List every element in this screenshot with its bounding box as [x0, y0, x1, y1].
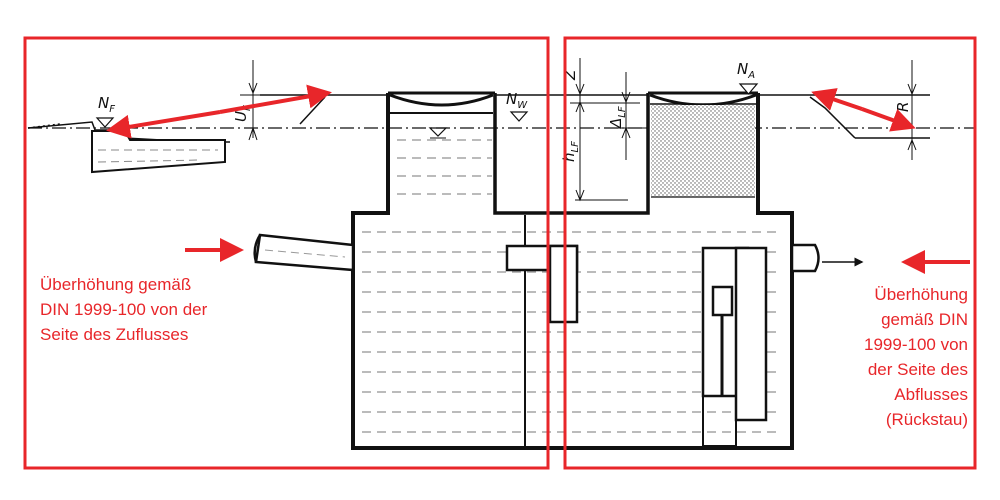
- label-h-lf: hLF: [560, 141, 581, 162]
- note-outflow-side: Überhöhung gemäß DIN 1999-100 von der Se…: [775, 282, 968, 432]
- left-double-arrow-end: [219, 84, 332, 114]
- note-line: Abflusses: [894, 385, 968, 404]
- note-line: DIN 1999-100 von der: [40, 300, 208, 319]
- light-liquid-layer: [651, 105, 755, 197]
- label-delta-lf: ΔLF: [607, 106, 628, 129]
- label-n-f: NF: [98, 94, 115, 115]
- note-line: Seite des Zuflusses: [40, 325, 189, 344]
- note-line: (Rückstau): [885, 410, 968, 429]
- note-inflow-side: Überhöhung gemäß DIN 1999-100 von der Se…: [40, 272, 340, 347]
- note-line: Überhöhung gemäß: [40, 275, 192, 294]
- label-r: R: [894, 102, 912, 112]
- note-line: Überhöhung: [874, 285, 968, 304]
- label-n-a: NA: [737, 60, 755, 81]
- frame-inflow-side: [23, 36, 550, 470]
- separator-tank: [253, 91, 820, 450]
- right-double-arrow-start: [811, 88, 863, 111]
- label-n-w: NW: [506, 90, 528, 111]
- dimension-lines: [240, 58, 917, 202]
- frame-outflow-side: [563, 36, 977, 470]
- right-double-arrow-end: [861, 107, 916, 132]
- note-line: der Seite des: [867, 360, 968, 379]
- note-line: gemäß DIN: [881, 310, 968, 329]
- red-arrows: [106, 84, 970, 274]
- inflow-channel: [91, 130, 226, 174]
- ground-surface-line: [260, 94, 930, 139]
- note-line: 1999-100 von: [864, 335, 968, 354]
- left-double-arrow-start: [106, 110, 221, 139]
